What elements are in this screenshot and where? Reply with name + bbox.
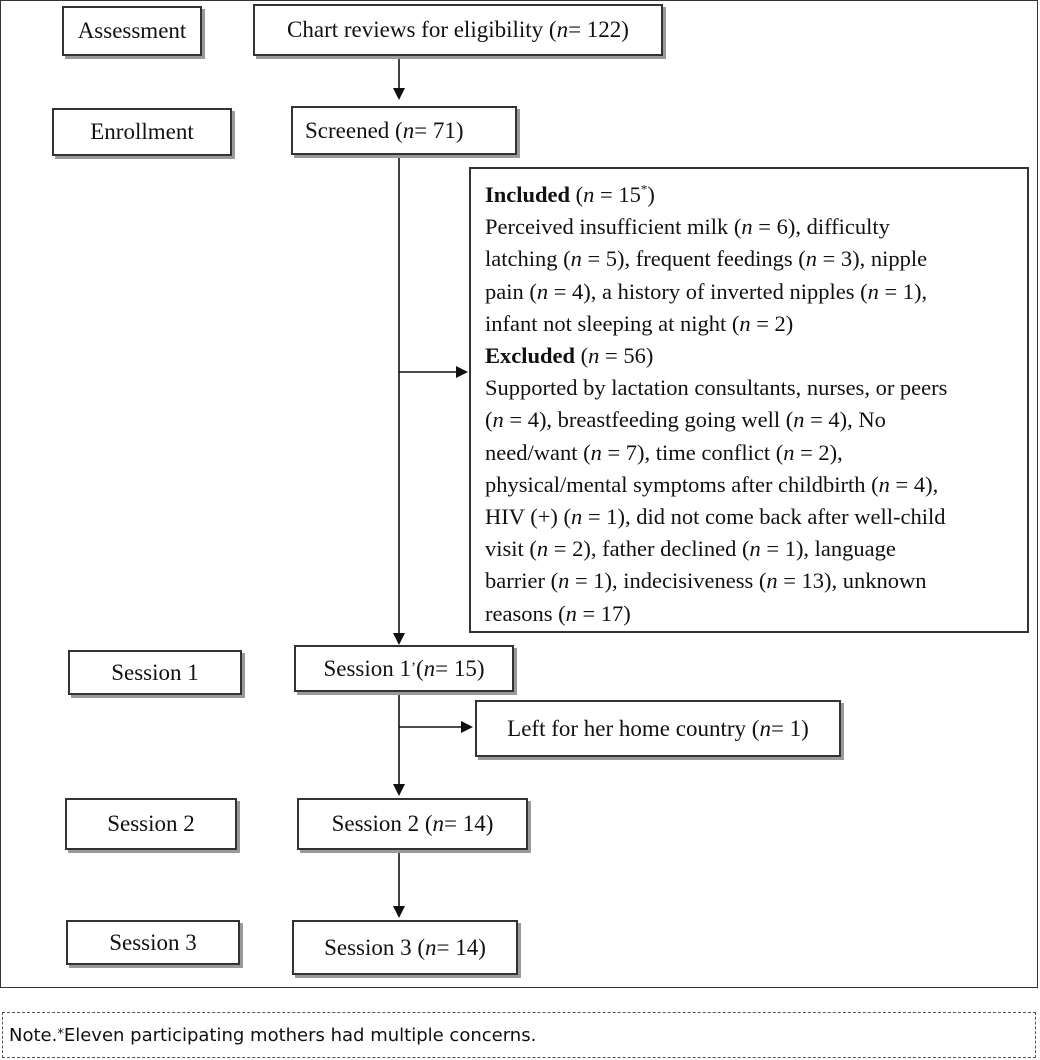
chart-reviews-count: = 122): [568, 17, 629, 42]
excluded-line: HIV (+) (n = 1), did not come back after…: [485, 504, 946, 530]
screened-box: Screened (n = 71): [291, 106, 517, 155]
session1-count: = 15): [435, 655, 485, 681]
left-home-count: = 1): [770, 715, 809, 741]
stage-enrollment-label: Enrollment: [90, 119, 194, 144]
stage-session1-label: Session 1: [111, 659, 199, 685]
chart-reviews-box: Chart reviews for eligibility (n = 122): [253, 4, 663, 56]
session2-text: Session 2 (: [331, 811, 433, 836]
included-line: pain (n = 4), a history of inverted nipp…: [485, 278, 928, 304]
included-heading: Included: [485, 182, 571, 207]
screened-text: Screened (: [305, 117, 403, 143]
screened-n: n: [402, 117, 415, 143]
included-close: ): [647, 182, 655, 207]
stage-enrollment: Enrollment: [52, 108, 232, 156]
excluded-n: n: [588, 343, 600, 369]
session2-box: Session 2 (n = 14): [297, 798, 528, 850]
included-line: infant not sleeping at night (n = 2): [485, 310, 794, 336]
diagram-frame: [0, 0, 1038, 988]
chart-reviews-n: n: [556, 17, 569, 42]
flow-connectors: [393, 56, 473, 918]
excluded-header: Excluded (n = 56): [485, 340, 1013, 372]
included-n: n: [583, 182, 595, 207]
excluded-count: = 56): [599, 343, 654, 369]
included-line: Perceived insufficient milk (n = 6), dif…: [485, 214, 890, 240]
excluded-line: Supported by lactation consultants, nurs…: [485, 375, 948, 401]
included-count: = 15: [594, 182, 641, 207]
footnote-prefix: Note.: [9, 1024, 58, 1046]
session3-count: = 14): [436, 934, 486, 960]
session1-text: Session 1: [323, 655, 411, 681]
excluded-line: need/want (n = 7), time conflict (n = 2)…: [485, 439, 843, 465]
left-home-text: Left for her home country (: [507, 715, 760, 741]
screened-count: = 71): [414, 117, 464, 143]
session3-text: Session 3 (: [324, 934, 426, 960]
left-home-n: n: [759, 715, 771, 741]
stage-session1: Session 1: [68, 650, 242, 695]
session3-n: n: [425, 934, 437, 960]
session1-open: (: [415, 655, 424, 681]
excluded-open: (: [575, 343, 589, 369]
session1-box: Session 1 ’(n = 15): [294, 645, 514, 692]
chart-reviews-text: Chart reviews for eligibility (: [287, 17, 557, 42]
footnote-text: Eleven participating mothers had multipl…: [63, 1024, 537, 1046]
included-footnote-mark: *: [640, 181, 648, 197]
included-line: latching (n = 5), frequent feedings (n =…: [485, 246, 928, 272]
excluded-line: reasons (n = 17): [485, 600, 631, 626]
eligibility-details-box: Included (n = 15*) Perceived insufficien…: [469, 167, 1029, 633]
stage-session3: Session 3: [66, 920, 240, 965]
included-open: (: [570, 182, 584, 207]
session3-box: Session 3 (n = 14): [292, 920, 518, 975]
left-home-box: Left for her home country (n = 1): [475, 700, 841, 757]
stage-session3-label: Session 3: [109, 929, 197, 955]
excluded-heading: Excluded: [485, 343, 576, 369]
excluded-line: barrier (n = 1), indecisiveness (n = 13)…: [485, 568, 927, 594]
stage-session2: Session 2: [65, 798, 237, 850]
session1-mark: ’: [410, 660, 416, 676]
included-header: Included (n = 15*): [485, 179, 1013, 211]
excluded-line: physical/mental symptoms after childbirt…: [485, 471, 939, 497]
stage-session2-label: Session 2: [107, 811, 195, 836]
stage-assessment-label: Assessment: [77, 18, 187, 43]
footnote: Note. *Eleven participating mothers had …: [2, 1012, 1036, 1058]
session2-count: = 14): [444, 811, 494, 836]
stage-assessment: Assessment: [62, 6, 202, 56]
excluded-line: (n = 4), breastfeeding going well (n = 4…: [485, 407, 886, 433]
session2-n: n: [432, 811, 445, 836]
excluded-line: visit (n = 2), father declined (n = 1), …: [485, 536, 896, 562]
session1-n: n: [423, 655, 436, 681]
